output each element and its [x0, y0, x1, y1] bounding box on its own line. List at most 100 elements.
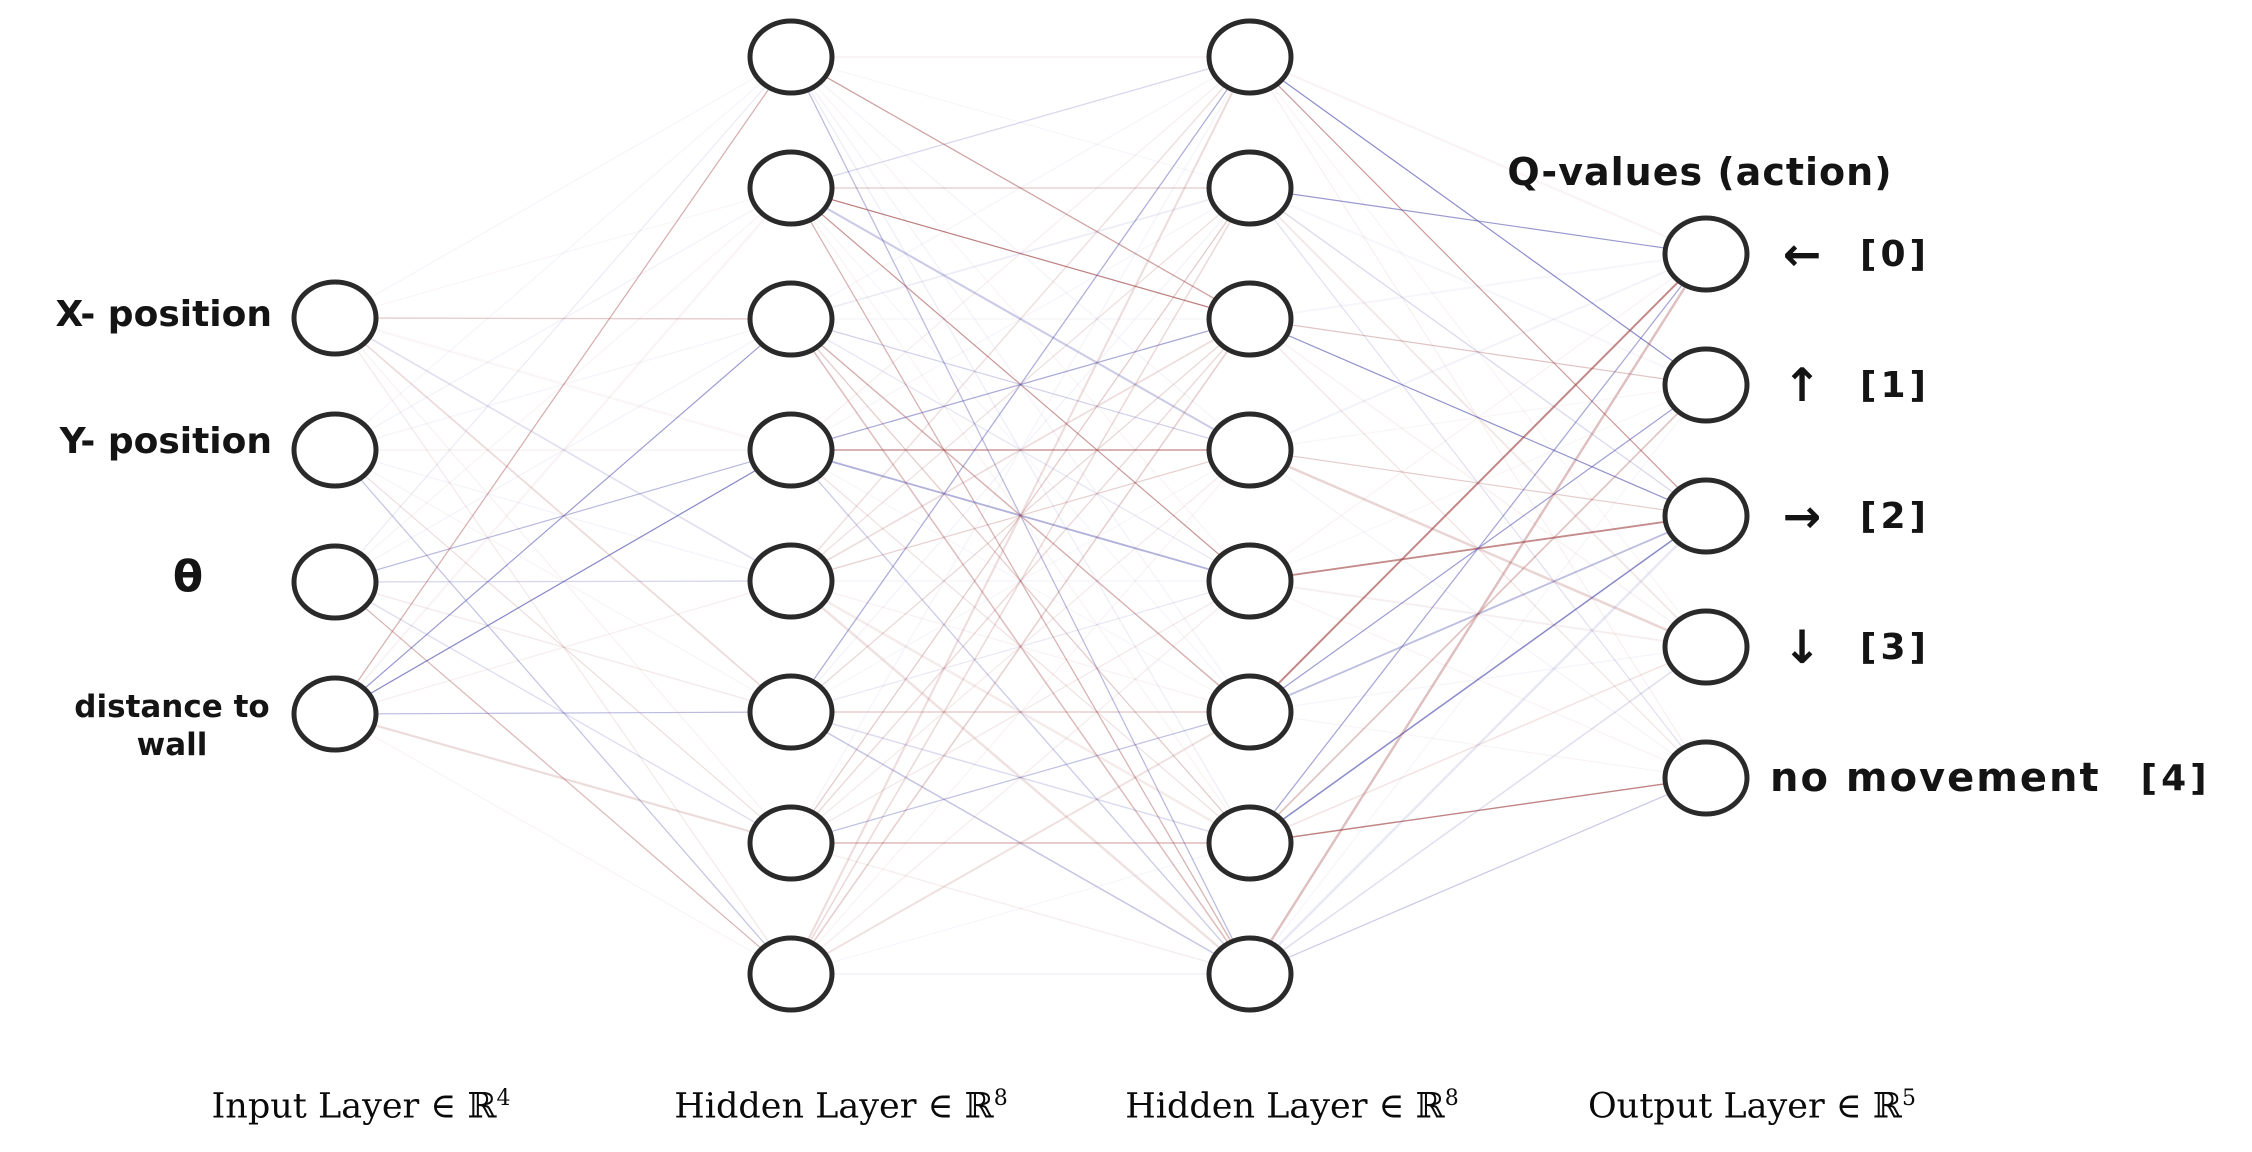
edge-hidden1-3-hidden2-2 [790, 318, 1251, 451]
edge-hidden1-3-hidden2-0 [790, 56, 1251, 451]
edge-hidden1-6-hidden2-1 [790, 187, 1251, 844]
edge-input-3-hidden1-4 [334, 580, 792, 715]
node-hidden2-7 [1206, 935, 1294, 1013]
edge-hidden1-4-hidden2-2 [790, 318, 1251, 582]
edge-input-2-hidden1-7 [334, 581, 792, 975]
left-arrow-icon: ← [1782, 227, 1822, 281]
layer-caption-output-sup: 5 [1902, 1086, 1917, 1111]
input-label-y-position: Y- position [59, 421, 272, 462]
node-hidden1-5 [747, 673, 835, 751]
edge-input-2-hidden1-6 [334, 581, 792, 844]
output-label-1: ↑ [1] [1770, 353, 1930, 417]
edge-hidden1-1-hidden2-4 [790, 187, 1251, 582]
output-label-4: no movement [4] [1770, 746, 2211, 810]
output-label-2: → [2] [1770, 484, 1930, 548]
edge-input-2-hidden1-5 [334, 581, 792, 713]
edge-hidden1-5-hidden2-3 [790, 449, 1251, 713]
edge-hidden2-7-output-3 [1249, 646, 1707, 975]
edge-hidden1-3-hidden2-6 [790, 449, 1251, 844]
layer-caption-hidden2-sup: 8 [1444, 1086, 1459, 1111]
layer-caption-output-text: Output Layer ∈ ℝ [1587, 1086, 1903, 1127]
layer-caption-input-text: Input Layer ∈ ℝ [211, 1086, 497, 1127]
edge-hidden1-3-hidden2-7 [790, 449, 1251, 975]
edge-hidden1-1-hidden2-6 [790, 187, 1251, 844]
node-input-1 [291, 411, 379, 489]
node-hidden2-6 [1206, 804, 1294, 882]
edge-hidden1-0-hidden2-4 [790, 56, 1251, 582]
edge-hidden1-1-hidden2-7 [790, 187, 1251, 975]
edge-input-3-hidden1-0 [334, 56, 792, 715]
edge-input-2-hidden1-1 [334, 187, 792, 583]
distance-label-line1: distance to [74, 689, 270, 725]
edge-hidden1-4-hidden2-6 [790, 579, 1251, 845]
edge-input-3-hidden1-6 [334, 712, 792, 845]
layer-caption-hidden1-sup: 8 [993, 1086, 1008, 1111]
output-label-3: ↓ [3] [1770, 615, 1930, 679]
edge-hidden1-2-hidden2-6 [790, 318, 1251, 844]
edge-hidden1-7-hidden2-2 [790, 318, 1251, 975]
node-hidden1-0 [747, 18, 835, 96]
node-output-3 [1662, 608, 1750, 686]
edge-input-1-hidden1-5 [334, 449, 792, 713]
edge-hidden2-3-output-0 [1249, 253, 1707, 451]
node-hidden1-4 [747, 542, 835, 620]
action-index-2: [2] [1860, 495, 1930, 537]
edge-hidden2-6-output-2 [1249, 515, 1707, 844]
edge-input-3-hidden1-3 [334, 449, 792, 715]
edge-input-3-hidden1-7 [334, 713, 792, 975]
edge-hidden2-0-output-0 [1249, 56, 1707, 255]
node-input-3 [291, 675, 379, 753]
edge-hidden1-4-hidden2-0 [790, 56, 1251, 582]
node-hidden1-6 [747, 804, 835, 882]
edge-hidden1-7-hidden2-6 [790, 842, 1251, 975]
edge-hidden1-2-hidden2-5 [790, 318, 1251, 713]
action-index-4: [4] [2140, 757, 2211, 799]
node-hidden2-0 [1206, 18, 1294, 96]
edge-hidden2-1-output-2 [1249, 187, 1707, 517]
edge-hidden2-1-output-0 [1249, 187, 1707, 255]
node-input-2 [291, 543, 379, 621]
edge-hidden2-4-output-0 [1249, 253, 1707, 582]
edge-hidden2-7-output-1 [1249, 384, 1707, 975]
edge-input-0-hidden1-5 [334, 317, 792, 713]
edge-hidden1-1-hidden2-0 [790, 56, 1251, 189]
input-label-distance-to-wall: distance to wall [74, 688, 269, 764]
edge-hidden1-5-hidden2-1 [790, 187, 1251, 713]
edge-input-0-hidden1-6 [334, 317, 792, 844]
edge-hidden2-5-output-2 [1249, 515, 1707, 713]
edge-hidden2-7-output-2 [1249, 515, 1707, 975]
no-movement-label: no movement [1770, 755, 2101, 801]
edge-hidden1-7-hidden2-3 [790, 449, 1251, 975]
edge-hidden1-2-hidden2-3 [790, 318, 1251, 451]
node-hidden2-4 [1206, 542, 1294, 620]
node-hidden2-5 [1206, 673, 1294, 751]
layer-caption-hidden1: Hidden Layer ∈ ℝ8 [674, 1086, 1007, 1127]
edge-hidden1-5-hidden2-4 [790, 580, 1251, 713]
edge-hidden1-4-hidden2-1 [790, 187, 1251, 582]
layer-caption-hidden2: Hidden Layer ∈ ℝ8 [1125, 1086, 1458, 1127]
edge-input-2-hidden1-0 [334, 56, 792, 583]
node-hidden2-1 [1206, 149, 1294, 227]
edge-hidden1-3-hidden2-5 [790, 449, 1251, 713]
edge-input-1-hidden1-6 [334, 449, 792, 844]
edge-hidden1-6-hidden2-7 [790, 842, 1251, 975]
layer-caption-input-sup: 4 [496, 1086, 511, 1111]
edge-hidden2-2-output-1 [1249, 318, 1707, 386]
edge-hidden1-2-hidden2-0 [790, 56, 1251, 320]
node-hidden1-3 [747, 411, 835, 489]
edge-input-0-hidden1-3 [334, 316, 792, 452]
node-hidden1-1 [747, 149, 835, 227]
edge-hidden1-0-hidden2-2 [790, 56, 1251, 320]
edge-hidden1-7-hidden2-5 [790, 711, 1251, 975]
edge-hidden1-1-hidden2-2 [790, 187, 1251, 320]
node-input-0 [291, 279, 379, 357]
edge-hidden1-4-hidden2-7 [790, 580, 1251, 975]
edge-hidden2-4-output-3 [1249, 580, 1707, 648]
edge-hidden2-6-output-3 [1249, 646, 1707, 844]
edge-hidden1-7-hidden2-0 [790, 56, 1251, 975]
edge-hidden1-6-hidden2-5 [790, 711, 1251, 844]
edge-hidden1-6-hidden2-3 [790, 449, 1251, 844]
right-arrow-icon: → [1782, 489, 1822, 543]
edge-input-0-hidden1-7 [334, 317, 792, 975]
